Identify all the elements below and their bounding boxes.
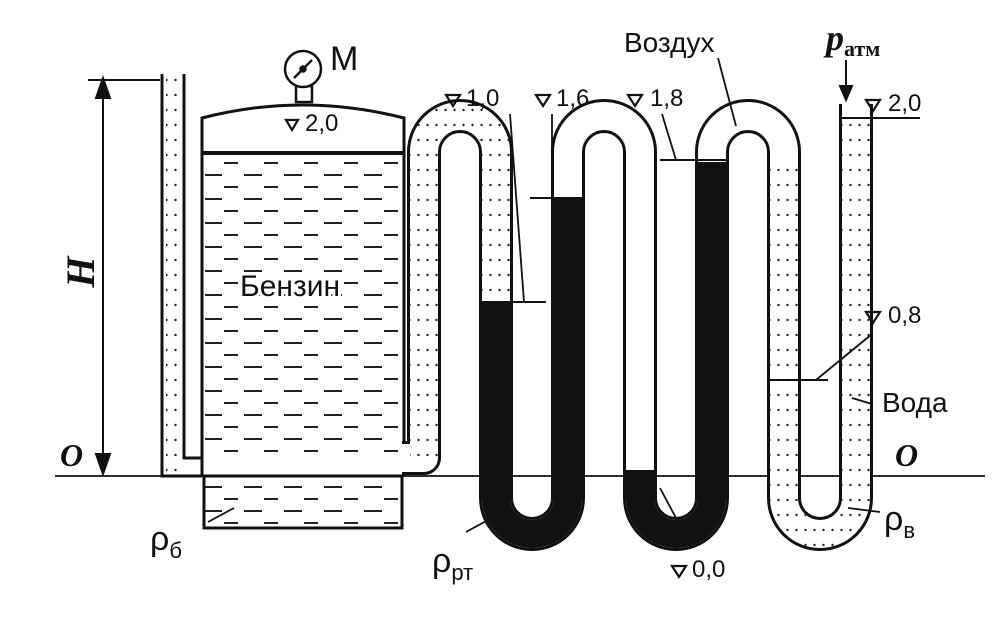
level-0-0-label: 0,0: [692, 556, 725, 583]
atm-arrow: [838, 60, 854, 103]
water-label: Вода: [882, 387, 948, 418]
tank-level-label: 2,0: [305, 110, 338, 137]
level-2-0-label: 2,0: [888, 90, 921, 117]
level-marker-icon: [443, 93, 463, 109]
level-1-6-label: 1,6: [556, 85, 589, 112]
mercury-column-2: [626, 162, 726, 548]
origin-left-label: О: [60, 437, 83, 473]
pressure-gauge-icon: [283, 49, 323, 104]
gasoline-label: Бензин: [240, 270, 340, 303]
level-1-8-label: 1,8: [650, 85, 683, 112]
level-marker-icon: [533, 93, 553, 109]
p-atm-label: pатм: [823, 18, 880, 61]
height-arrow: [88, 74, 160, 478]
level-marker-icon: [625, 93, 645, 109]
lower-reservoir: [202, 474, 404, 530]
gauge-label: М: [330, 40, 358, 78]
gasoline-tank: [200, 103, 406, 476]
u-tube-system: [402, 99, 920, 551]
height-label: H: [58, 255, 103, 289]
rho-v-label: ρв: [884, 500, 915, 543]
level-1-0-label: 1,0: [466, 85, 499, 112]
rho-b-label: ρб: [150, 520, 182, 563]
mercury-column-1: [482, 198, 582, 548]
level-marker-icon: [863, 98, 883, 114]
origin-right-label: О: [895, 437, 918, 473]
level-marker-icon: [669, 564, 689, 580]
level-marker-icon: [863, 310, 883, 326]
piezometer-tube: [160, 74, 202, 478]
level-0-8-label: 0,8: [888, 302, 921, 329]
rho-rt-label: ρрт: [432, 542, 473, 585]
level-marker-icon: [284, 118, 300, 133]
air-label: Воздух: [624, 27, 715, 58]
leader-lines: [207, 57, 881, 549]
